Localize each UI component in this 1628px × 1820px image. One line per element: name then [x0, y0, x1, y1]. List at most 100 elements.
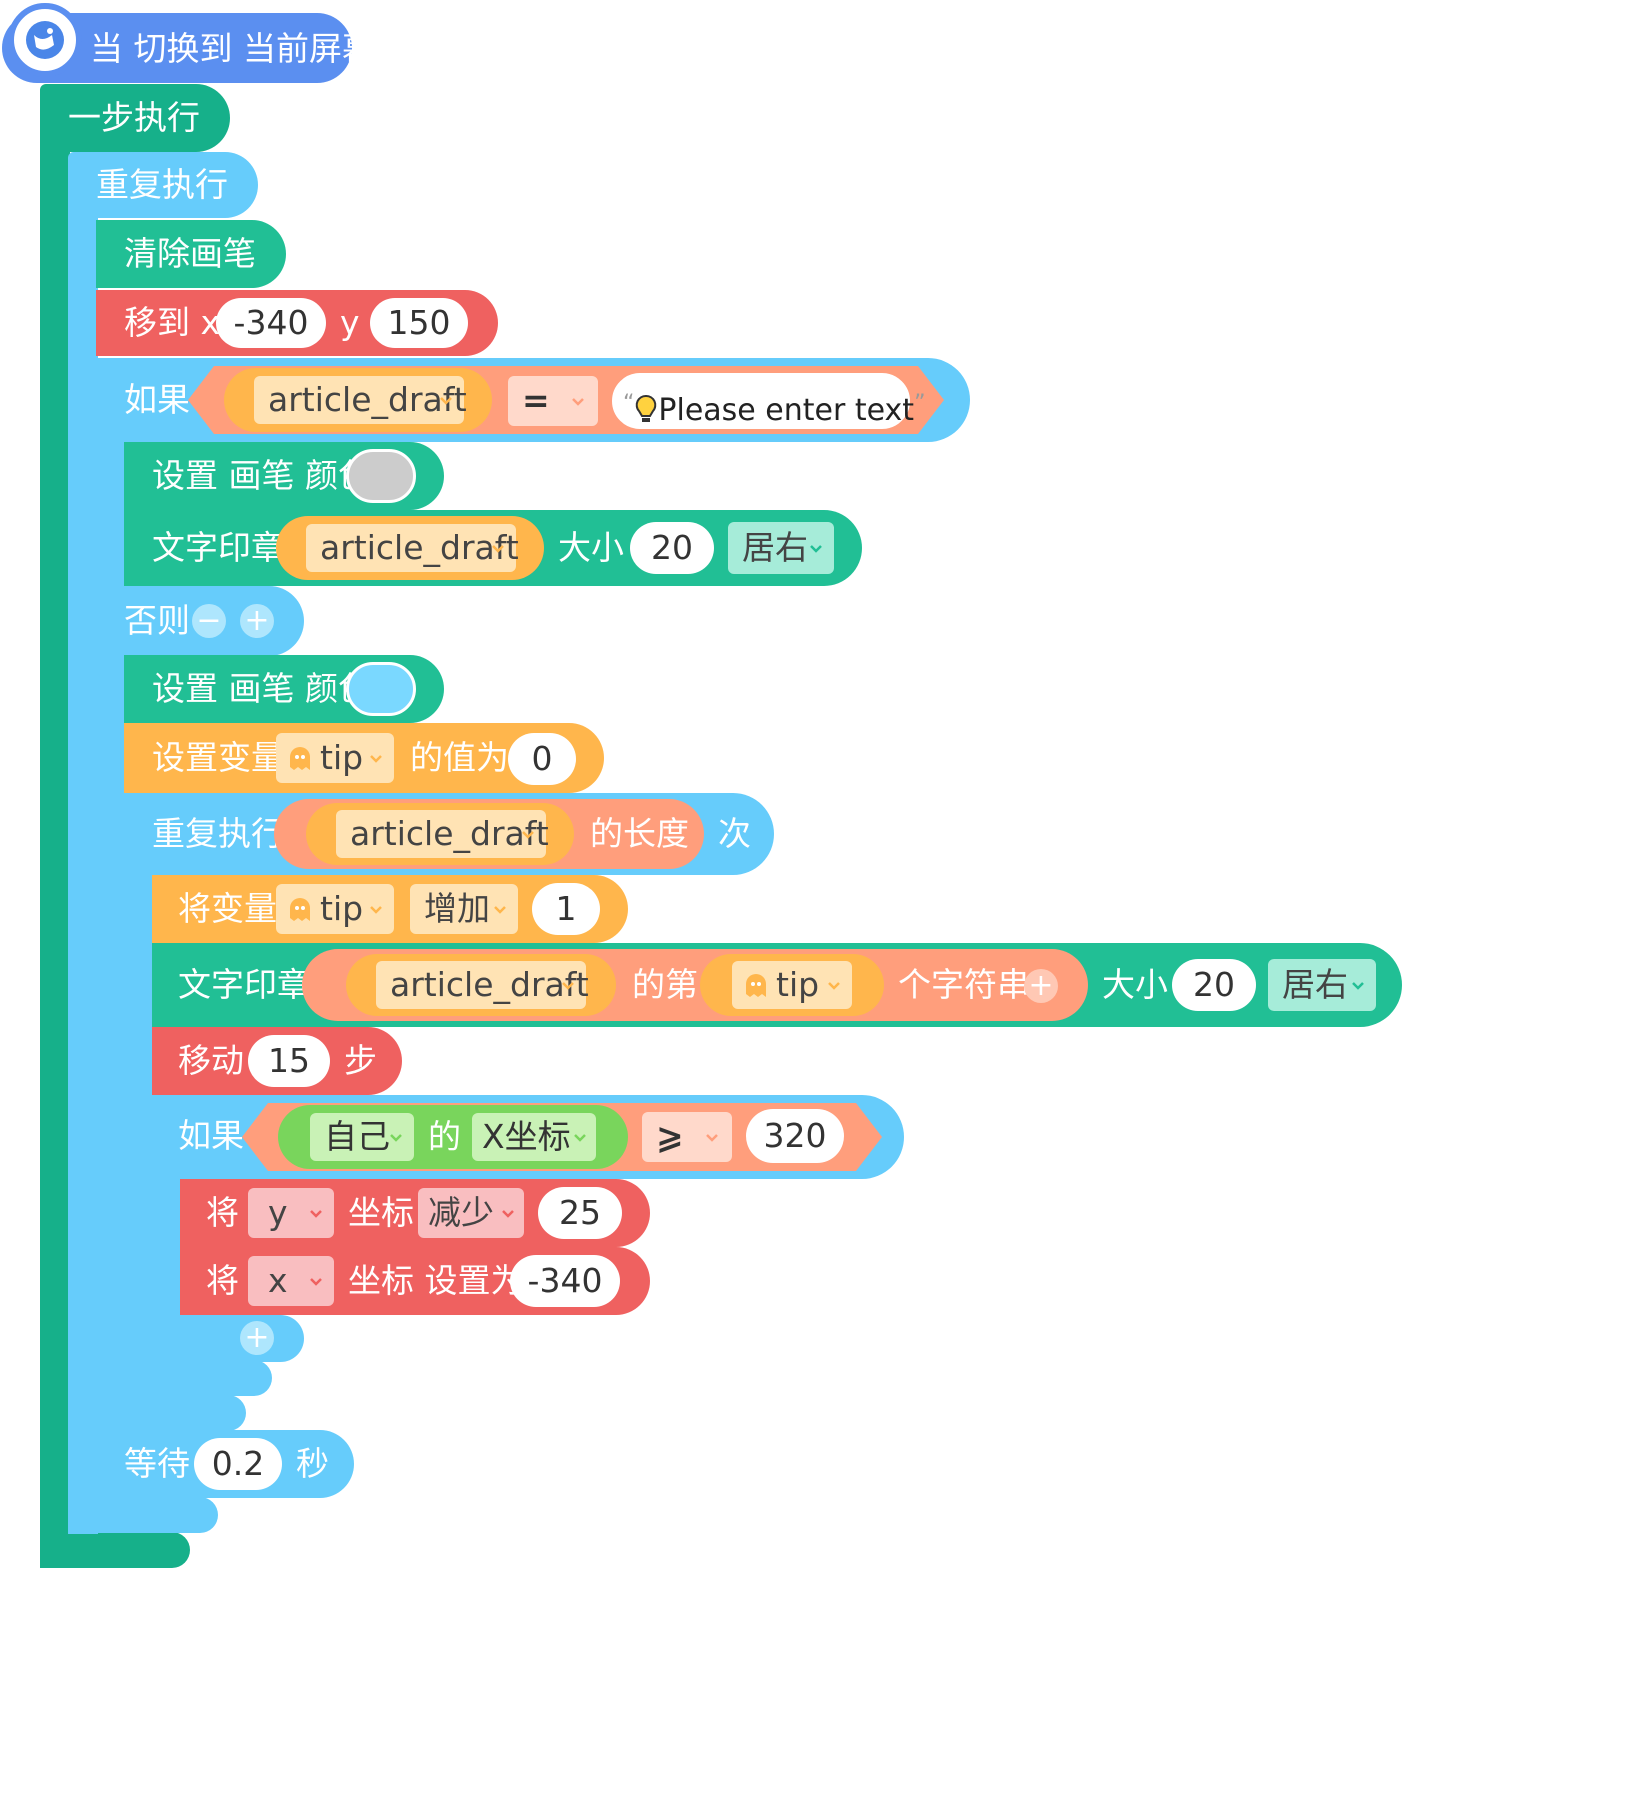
wait-seconds-input[interactable]: 0.2 — [194, 1438, 282, 1490]
if-else-arm — [96, 438, 126, 1398]
variable-reporter[interactable]: article_draft — [306, 803, 574, 865]
variable-dropdown[interactable]: article_draft — [376, 961, 589, 1009]
axis-name: y — [268, 1193, 288, 1232]
variable-reporter[interactable]: article_draft — [346, 954, 616, 1016]
set-variable-label: 设置变量 — [152, 738, 284, 777]
set-variable-block[interactable]: 设置变量 tip 的值为 0 — [124, 723, 604, 793]
inner-if-foot: + — [152, 1315, 304, 1362]
lightbulb-icon — [636, 394, 657, 422]
change-y-value-input[interactable]: 25 — [538, 1187, 622, 1239]
steps-input[interactable]: 15 — [248, 1035, 330, 1087]
chevron-down-icon — [706, 1134, 718, 1142]
text-value-input[interactable]: “Please enter text” — [612, 373, 925, 429]
chevron-down-icon — [440, 397, 452, 405]
coordinate-label: 坐标 — [348, 1193, 414, 1232]
set-x-value-input[interactable]: -340 — [510, 1255, 620, 1307]
change-y-block[interactable]: 将 y 坐标 减少 25 — [180, 1179, 650, 1247]
move-to-xy-block[interactable]: 移到 x -340 y 150 — [96, 290, 498, 356]
chevron-down-icon — [310, 1278, 322, 1286]
index-variable-reporter[interactable]: tip — [700, 954, 884, 1016]
variable-dropdown[interactable]: article_draft — [306, 524, 519, 572]
variable-reporter[interactable]: article_draft — [276, 516, 544, 580]
size-label: 大小 — [558, 528, 624, 567]
ghost-icon — [290, 898, 310, 921]
step-exec-block[interactable]: 一步执行 — [40, 84, 230, 152]
object-name: 自己 — [324, 1117, 390, 1156]
color-swatch[interactable] — [346, 449, 416, 503]
if-label: 如果 — [178, 1116, 244, 1155]
text-stamp-label: 文字印章 — [152, 528, 284, 567]
add-else-button[interactable]: + — [240, 1321, 274, 1355]
align-value: 居右 — [1282, 965, 1348, 1004]
inner-if-block[interactable]: 如果 自己 的 X坐标 ⩾ 320 — [152, 1095, 904, 1179]
color-swatch[interactable] — [346, 662, 416, 716]
variable-dropdown[interactable]: tip — [732, 961, 852, 1009]
axis-dropdown[interactable]: x — [248, 1256, 334, 1306]
set-pen-color-block[interactable]: 设置 画笔 颜色 — [124, 655, 444, 723]
move-steps-block[interactable]: 移动 15 步 — [152, 1027, 402, 1095]
wait-block[interactable]: 等待 0.2 秒 — [96, 1430, 354, 1498]
clear-pen-block[interactable]: 清除画笔 — [96, 220, 286, 288]
y-value-input[interactable]: 150 — [370, 298, 468, 348]
value-is-label: 的值为 — [410, 738, 509, 777]
chevron-down-icon — [562, 982, 574, 990]
length-reporter[interactable]: article_draft 的长度 — [274, 799, 704, 869]
steps-unit: 步 — [344, 1041, 377, 1080]
variable-dropdown[interactable]: article_draft — [254, 376, 467, 424]
change-op: 减少 — [428, 1193, 494, 1232]
property-dropdown[interactable]: X坐标 — [472, 1113, 596, 1161]
if-block[interactable]: 如果 article_draft = “Please enter text” — [96, 358, 970, 442]
variable-name: article_draft — [268, 380, 467, 419]
variable-dropdown[interactable]: tip — [276, 884, 394, 934]
change-value-input[interactable]: 1 — [532, 883, 600, 935]
repeat-times-foot — [124, 1360, 272, 1396]
variable-reporter[interactable]: article_draft — [224, 368, 492, 432]
repeat-times-block[interactable]: 重复执行 article_draft 的长度 次 — [124, 793, 774, 875]
when-screen-switched-hat[interactable]: 当 切换到 当前屏幕 — [2, 3, 375, 83]
change-variable-label: 将变量 — [178, 889, 277, 928]
set-x-block[interactable]: 将 x 坐标 设置为 -340 — [180, 1247, 650, 1315]
times-label: 次 — [718, 814, 751, 853]
char-label: 个字符串 — [898, 965, 1030, 1004]
remove-branch-button[interactable]: − — [192, 604, 226, 638]
change-op-dropdown[interactable]: 增加 — [410, 884, 518, 934]
text-stamp-block[interactable]: 文字印章 article_draft 大小 20 居右 — [124, 510, 862, 586]
variable-name: article_draft — [390, 965, 589, 1004]
set-variable-value-input[interactable]: 0 — [508, 733, 576, 785]
chevron-down-icon — [522, 831, 534, 839]
chevron-down-icon — [310, 1210, 322, 1218]
x-value-input[interactable]: -340 — [216, 298, 326, 348]
compare-value-input[interactable]: 320 — [746, 1109, 844, 1163]
set-pen-color-block[interactable]: 设置 画笔 颜色 — [124, 442, 444, 510]
char-at-reporter[interactable]: article_draft 的第 tip 个字符串 + — [302, 949, 1088, 1021]
add-branch-button[interactable]: + — [240, 604, 274, 638]
step-exec-label: 一步执行 — [68, 98, 200, 137]
size-input[interactable]: 20 — [630, 522, 714, 574]
add-arg-button[interactable]: + — [1024, 969, 1058, 1003]
length-label: 的长度 — [590, 814, 689, 853]
sensing-reporter[interactable]: 自己 的 X坐标 — [278, 1105, 628, 1169]
change-op-dropdown[interactable]: 减少 — [418, 1188, 524, 1238]
repeat-forever-block[interactable]: 重复执行 — [68, 152, 258, 218]
align-dropdown[interactable]: 居右 — [728, 522, 834, 574]
text-stamp-char-block[interactable]: 文字印章 article_draft 的第 tip 个字符串 + 大小 20 居… — [152, 943, 1402, 1027]
object-dropdown[interactable]: 自己 — [310, 1113, 414, 1161]
else-block[interactable]: 否则 − + — [96, 586, 304, 656]
else-label: 否则 — [124, 601, 190, 640]
chevron-down-icon — [572, 398, 584, 406]
variable-dropdown[interactable]: article_draft — [336, 810, 549, 858]
change-variable-block[interactable]: 将变量 tip 增加 1 — [152, 875, 628, 943]
variable-dropdown[interactable]: tip — [276, 733, 394, 783]
axis-dropdown[interactable]: y — [248, 1188, 334, 1238]
property-name: X坐标 — [482, 1117, 571, 1156]
operator-dropdown[interactable]: = — [508, 376, 598, 426]
seconds-unit: 秒 — [296, 1444, 329, 1483]
align-dropdown[interactable]: 居右 — [1268, 959, 1376, 1011]
operator-dropdown[interactable]: ⩾ — [642, 1112, 732, 1162]
size-input[interactable]: 20 — [1172, 959, 1256, 1011]
variable-name: tip — [320, 889, 364, 928]
set-x-label-start: 将 — [206, 1261, 239, 1300]
set-pen-color-label: 设置 画笔 颜色 — [152, 456, 371, 495]
set-pen-color-label: 设置 画笔 颜色 — [152, 669, 371, 708]
step-exec-arm — [40, 150, 70, 1535]
